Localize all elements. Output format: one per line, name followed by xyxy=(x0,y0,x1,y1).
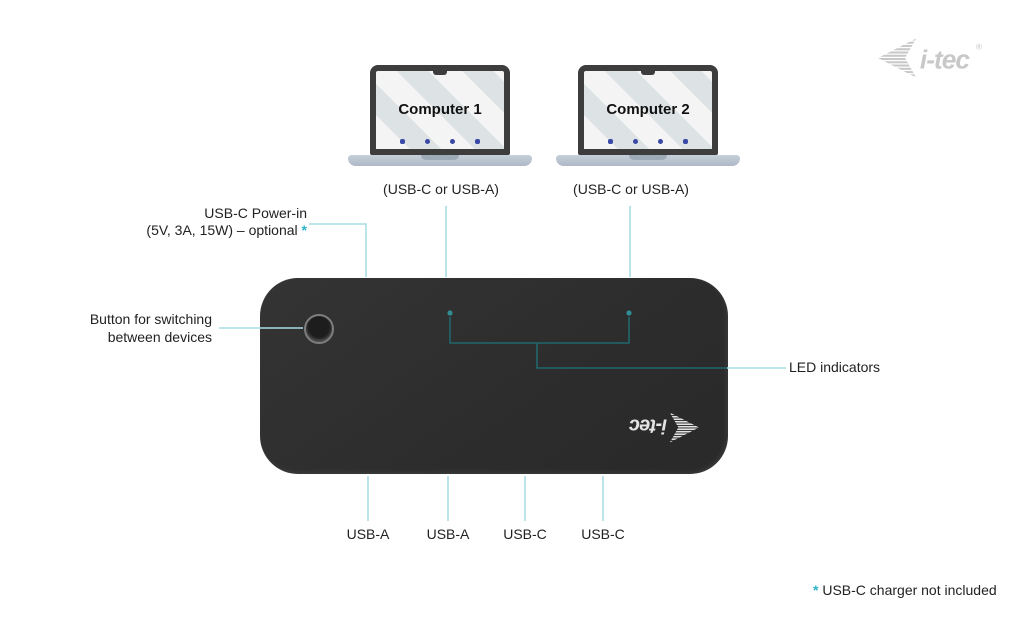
power-in-label-line2: (5V, 3A, 15W) – optional * xyxy=(146,222,307,238)
led-indicators-label: LED indicators xyxy=(789,359,881,375)
itec-brand-logo: i-tec ® xyxy=(878,38,988,78)
laptop-base-notch xyxy=(629,155,667,160)
user-icon xyxy=(683,139,688,144)
port-label-usb-c-2: USB-C xyxy=(581,526,625,542)
itec-logo-graphic: i-tec ® xyxy=(878,38,983,77)
app-icon xyxy=(633,139,638,144)
user-icon xyxy=(475,139,480,144)
app-icon xyxy=(425,139,430,144)
port-label-usb-a-2: USB-A xyxy=(426,526,470,542)
power-in-label: USB-C Power-in (5V, 3A, 15W) – optional … xyxy=(100,205,307,239)
registered-mark: ® xyxy=(976,42,983,52)
camera-notch xyxy=(433,71,447,75)
app-icon xyxy=(658,139,663,144)
footnote-asterisk: * xyxy=(813,582,819,598)
app-dock-icons xyxy=(584,139,712,144)
footnote-text: USB-C charger not included xyxy=(822,582,997,598)
app-icon xyxy=(400,139,405,144)
device-itec-logo: i-tec xyxy=(615,412,699,443)
power-in-label-line1: USB-C Power-in xyxy=(204,205,307,221)
power-in-connector-line xyxy=(309,223,367,277)
itec-logo-graphic: i-tec xyxy=(629,413,699,443)
computer-1-name: Computer 1 xyxy=(398,101,482,118)
brand-logo-text: i-tec xyxy=(920,44,970,74)
computer-1-screen: Computer 1 xyxy=(370,65,510,155)
computer-2-illustration: Computer 2 xyxy=(556,65,740,166)
docking-station: i-tec xyxy=(260,278,728,474)
footnote-asterisk: * xyxy=(301,222,307,238)
striped-arrow-icon xyxy=(878,38,917,77)
computer-2-name: Computer 2 xyxy=(606,101,690,118)
app-icon xyxy=(450,139,455,144)
port-label-usb-a-1: USB-A xyxy=(346,526,390,542)
computer-1-illustration: Computer 1 xyxy=(348,65,532,166)
switch-button-label: Button for switching between devices xyxy=(60,310,212,346)
striped-arrow-icon xyxy=(669,413,699,443)
app-icon xyxy=(608,139,613,144)
computer-2-display xyxy=(584,71,712,149)
laptop-base xyxy=(556,155,740,166)
switch-button-label-line1: Button for switching xyxy=(89,311,212,327)
port-label-usb-c-1: USB-C xyxy=(503,526,547,542)
computer-1-display xyxy=(376,71,504,149)
switch-button-label-line2: between devices xyxy=(107,329,212,345)
computer-2-connection-label: (USB-C or USB-A) xyxy=(573,181,689,197)
footnote: * USB-C charger not included xyxy=(813,582,997,598)
computer-1-connection-label: (USB-C or USB-A) xyxy=(383,181,499,197)
laptop-base xyxy=(348,155,532,166)
switch-button xyxy=(304,314,334,344)
app-dock-icons xyxy=(376,139,504,144)
camera-notch xyxy=(641,71,655,75)
laptop-base-notch xyxy=(421,155,459,160)
device-logo-text: i-tec xyxy=(629,415,667,437)
computer-2-screen: Computer 2 xyxy=(578,65,718,155)
